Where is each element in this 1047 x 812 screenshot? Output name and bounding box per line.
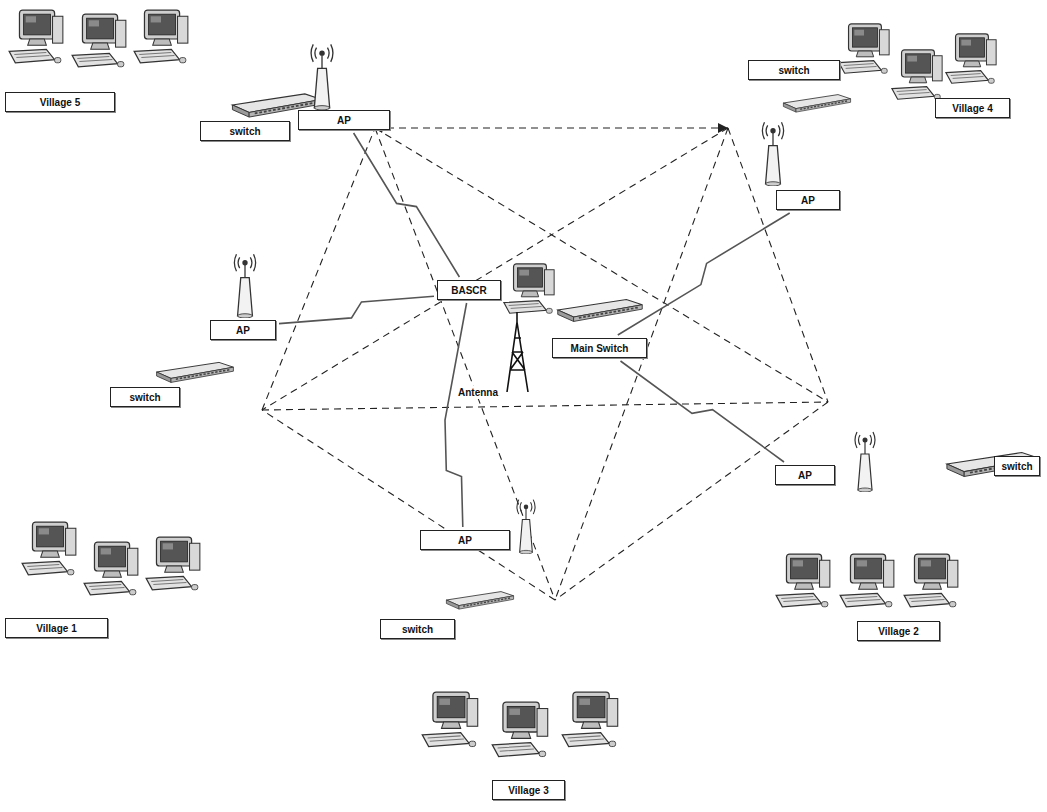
computer xyxy=(146,537,200,590)
switch-device xyxy=(157,362,234,382)
box-text: Main Switch xyxy=(571,342,629,355)
switch-device xyxy=(446,592,513,610)
computer xyxy=(492,702,547,756)
switch-device xyxy=(558,299,642,321)
wireless-link xyxy=(279,296,434,323)
label-box: AP xyxy=(420,530,510,550)
box-text: switch xyxy=(1001,460,1032,473)
computer xyxy=(840,554,894,607)
box-text: switch xyxy=(778,64,809,77)
label-box: AP xyxy=(775,465,835,485)
label-box: Village 3 xyxy=(492,780,565,800)
access-point xyxy=(762,122,783,186)
switch-device xyxy=(947,452,1039,476)
box-text: AP xyxy=(798,469,812,482)
computer xyxy=(134,10,188,63)
label-box: switch xyxy=(994,456,1040,476)
computer xyxy=(504,264,554,313)
label-box: Village 1 xyxy=(5,618,108,638)
box-text: switch xyxy=(129,391,160,404)
box-text: BASCR xyxy=(451,284,487,297)
antenna-tower xyxy=(507,312,528,392)
dashed-mesh xyxy=(262,128,828,600)
label-box: AP xyxy=(298,110,390,130)
computer xyxy=(84,542,138,595)
wireless-link xyxy=(445,303,467,527)
computer xyxy=(892,50,942,99)
label-box: AP xyxy=(776,190,840,210)
access-point xyxy=(855,432,875,492)
box-text: Village 5 xyxy=(40,96,80,109)
computer xyxy=(72,14,126,67)
box-text: Village 4 xyxy=(952,102,992,115)
label-box: Village 5 xyxy=(5,92,115,112)
label-box: Main Switch xyxy=(552,338,647,358)
label-box: BASCR xyxy=(437,280,501,300)
label-box: switch xyxy=(110,387,180,407)
access-point xyxy=(517,500,535,554)
box-text: AP xyxy=(801,194,815,207)
box-text: switch xyxy=(402,623,433,636)
access-point xyxy=(311,44,333,110)
box-text: Village 2 xyxy=(878,625,918,638)
label-box: switch xyxy=(380,619,455,639)
label-box: Village 4 xyxy=(935,98,1010,118)
box-text: Village 3 xyxy=(508,784,548,797)
computer xyxy=(946,34,996,83)
label-box: Village 2 xyxy=(857,621,940,641)
box-text: AP xyxy=(458,534,472,547)
box-text: switch xyxy=(229,125,260,138)
mesh-arrowheads xyxy=(375,122,728,133)
label-box: AP xyxy=(210,320,276,340)
label-box: switch xyxy=(200,121,290,141)
box-text: AP xyxy=(337,114,351,127)
switch-device xyxy=(783,95,850,113)
computer xyxy=(562,692,617,746)
computer xyxy=(839,24,889,73)
wireless-link xyxy=(618,213,790,335)
computer xyxy=(776,554,830,607)
computer xyxy=(9,10,63,63)
box-text: Village 1 xyxy=(36,622,76,635)
access-point xyxy=(234,254,255,318)
computer xyxy=(422,692,477,746)
wireless-link xyxy=(621,361,785,462)
antenna-label: Antenna xyxy=(456,386,500,399)
wireless-link xyxy=(354,133,460,277)
computer xyxy=(904,554,958,607)
label-box: switch xyxy=(748,60,840,80)
computer xyxy=(22,522,76,575)
box-text: AP xyxy=(236,324,250,337)
